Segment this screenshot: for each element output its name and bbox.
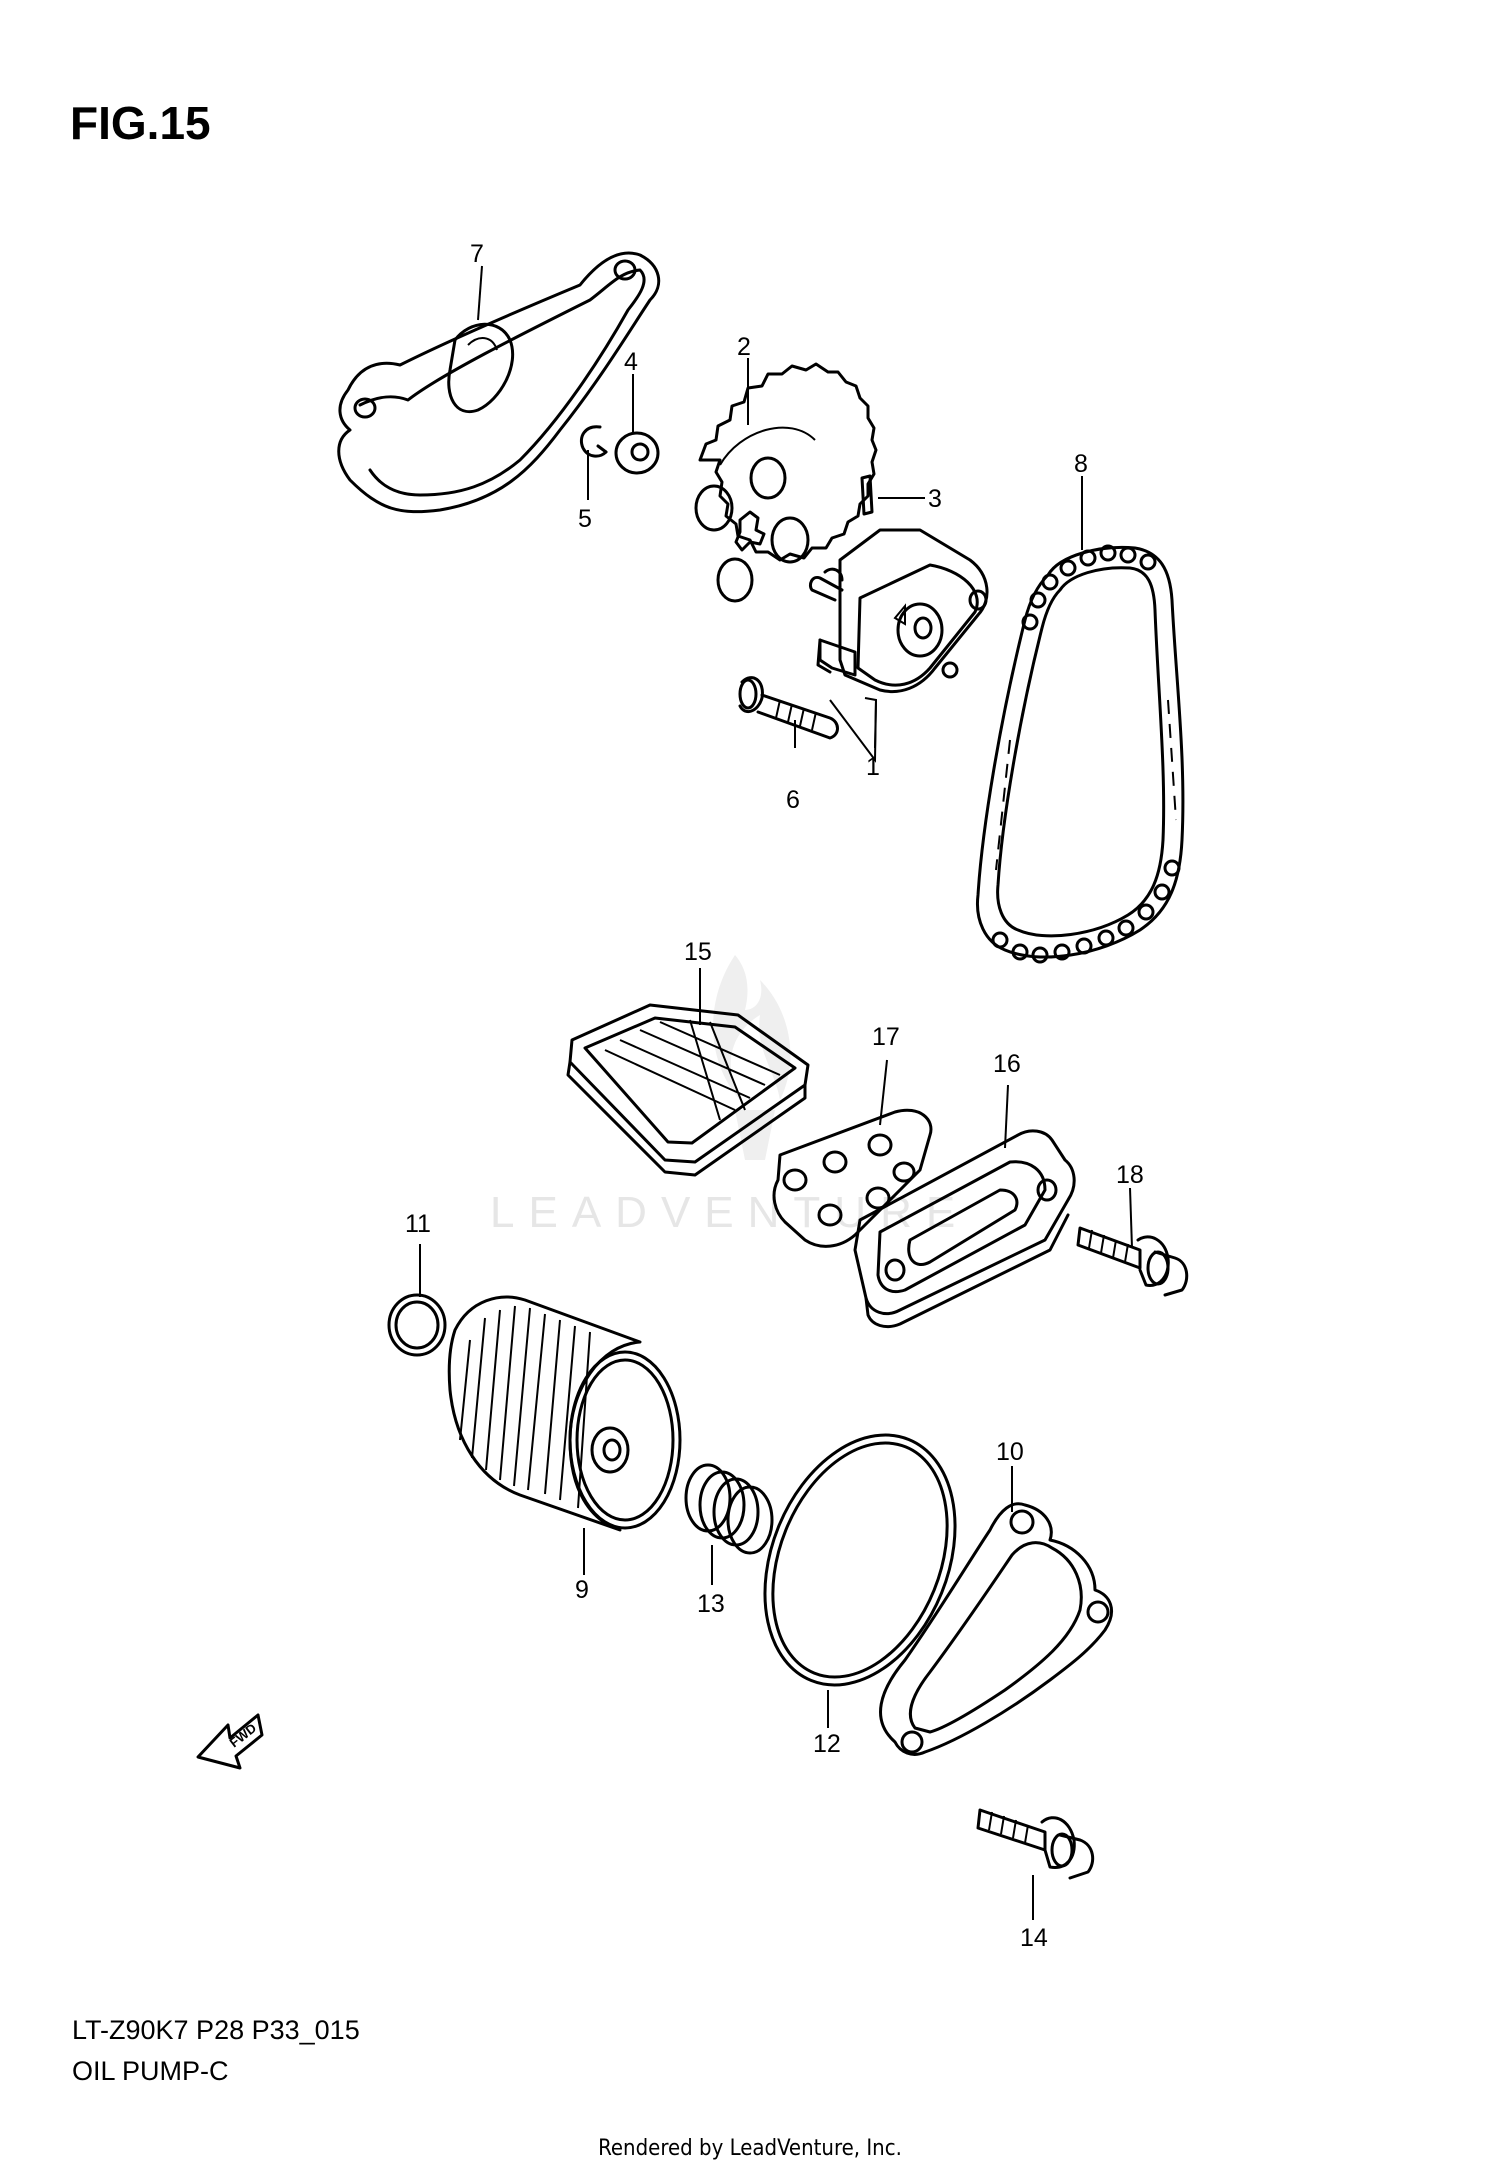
callout-5: 5 bbox=[578, 505, 592, 533]
part-9-oil-filter bbox=[447, 1295, 682, 1532]
part-8-oil-pump-chain bbox=[975, 544, 1185, 964]
part-4-washer bbox=[614, 431, 660, 475]
part-6-pump-screw bbox=[738, 676, 839, 740]
part-3-pin bbox=[860, 474, 874, 516]
callout-13: 13 bbox=[697, 1590, 725, 1618]
callout-4: 4 bbox=[624, 348, 638, 376]
chain-links-top bbox=[1021, 544, 1157, 631]
part-18-bolt bbox=[1076, 1226, 1189, 1297]
callout-3: 3 bbox=[928, 485, 942, 513]
part-17-gasket bbox=[772, 1108, 933, 1248]
callout-numbers: 7 2 4 5 3 8 1 6 15 17 16 18 11 9 13 10 1… bbox=[405, 240, 1144, 1952]
callout-10: 10 bbox=[996, 1438, 1024, 1466]
fwd-direction-arrow: FWD bbox=[196, 1713, 264, 1770]
callout-1: 1 bbox=[866, 753, 880, 781]
model-code: LT-Z90K7 P28 P33_015 bbox=[72, 2015, 360, 2045]
part-16-strainer-cover bbox=[853, 1129, 1076, 1329]
callout-16: 16 bbox=[993, 1050, 1021, 1078]
callout-11: 11 bbox=[405, 1210, 431, 1238]
callout-12: 12 bbox=[813, 1730, 841, 1758]
part-13-spring bbox=[684, 1463, 774, 1555]
callout-15: 15 bbox=[684, 938, 712, 966]
callout-14: 14 bbox=[1020, 1924, 1048, 1952]
section-name: OIL PUMP-C bbox=[72, 2056, 229, 2086]
part-1-oil-pump bbox=[808, 528, 989, 694]
footer-credit: Rendered by LeadVenture, Inc. bbox=[598, 2136, 902, 2161]
part-7-pump-cover bbox=[337, 251, 661, 514]
callout-2: 2 bbox=[737, 333, 751, 361]
callout-9: 9 bbox=[575, 1576, 589, 1604]
part-11-o-ring bbox=[387, 1293, 447, 1357]
callout-18: 18 bbox=[1116, 1161, 1144, 1189]
callout-8: 8 bbox=[1074, 450, 1088, 478]
part-5-circlip bbox=[579, 425, 608, 458]
part-12-large-o-ring bbox=[763, 1433, 957, 1687]
part-2-pump-gear bbox=[694, 362, 878, 603]
watermark-logo bbox=[713, 955, 791, 1160]
figure-title: FIG.15 bbox=[70, 97, 211, 149]
fwd-label: FWD bbox=[227, 1720, 260, 1750]
callout-7: 7 bbox=[470, 240, 484, 268]
callout-17: 17 bbox=[872, 1023, 900, 1051]
chain-links-bottom bbox=[991, 859, 1181, 964]
part-15-oil-strainer bbox=[566, 1003, 810, 1177]
callout-6: 6 bbox=[786, 786, 800, 814]
part-10-filter-cap bbox=[879, 1502, 1113, 1756]
leader-lines bbox=[419, 265, 1133, 1920]
part-14-bolt bbox=[976, 1808, 1095, 1880]
